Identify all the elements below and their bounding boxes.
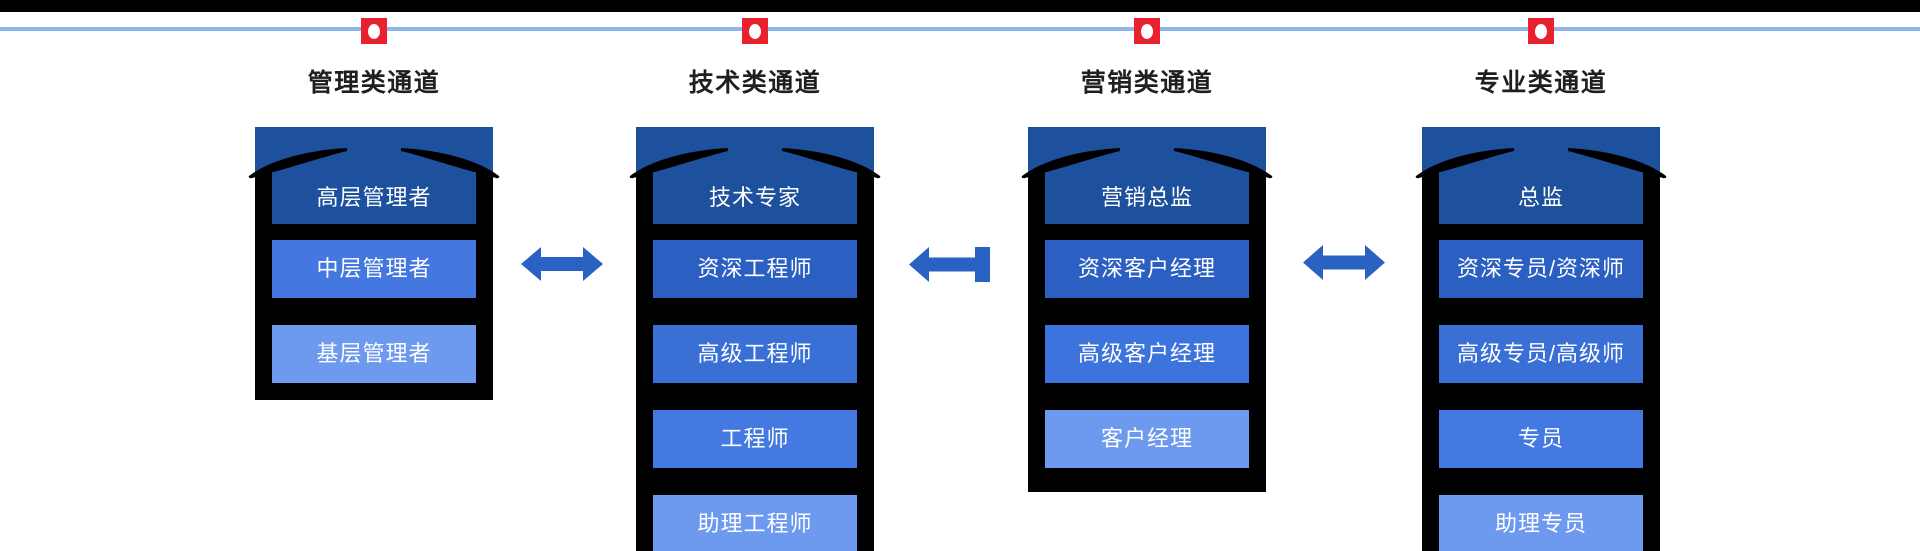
level-label: 基层管理者 — [316, 341, 432, 366]
level-box: 总监 — [1439, 172, 1643, 224]
level-box: 客户经理 — [1045, 410, 1249, 468]
level-box: 助理工程师 — [653, 495, 857, 551]
level-box: 资深工程师 — [653, 240, 857, 298]
level-box: 技术专家 — [653, 172, 857, 224]
ladder-column: 高层管理者中层管理者基层管理者 — [255, 172, 493, 400]
level-box: 高级专员/高级师 — [1439, 325, 1643, 383]
level-box: 专员 — [1439, 410, 1643, 468]
channel-title: 营销类通道 — [1080, 69, 1214, 97]
level-label: 中层管理者 — [316, 256, 432, 281]
level-box: 营销总监 — [1045, 172, 1249, 224]
marker-dot-icon — [1535, 24, 1547, 39]
channel-title: 技术类通道 — [688, 69, 822, 97]
timeline-marker — [361, 18, 387, 44]
level-label: 高级专员/高级师 — [1456, 341, 1626, 366]
level-label: 助理工程师 — [697, 511, 813, 536]
level-label: 资深专员/资深师 — [1456, 256, 1626, 281]
level-box: 高级客户经理 — [1045, 325, 1249, 383]
level-label: 助理专员 — [1494, 511, 1587, 536]
banner-swoosh-right-icon — [1568, 148, 1667, 179]
marker-dot-icon — [749, 24, 761, 39]
level-label: 高层管理者 — [316, 185, 432, 210]
timeline-marker — [1528, 18, 1554, 44]
timeline-line — [0, 27, 1920, 31]
level-box: 资深专员/资深师 — [1439, 240, 1643, 298]
marker-dot-icon — [368, 24, 380, 39]
level-label: 专员 — [1517, 426, 1564, 451]
page-top-bar — [0, 0, 1920, 12]
timeline-marker — [742, 18, 768, 44]
level-box: 资深客户经理 — [1045, 240, 1249, 298]
arrow-double-icon — [521, 247, 603, 281]
ladder-column: 总监资深专员/资深师高级专员/高级师专员助理专员 — [1422, 172, 1660, 551]
ladder-column: 营销总监资深客户经理高级客户经理客户经理 — [1028, 172, 1266, 492]
banner-swoosh-right-icon — [1174, 148, 1273, 179]
level-box: 基层管理者 — [272, 325, 476, 383]
level-box: 高层管理者 — [272, 172, 476, 224]
banner-swoosh-left-icon — [629, 148, 728, 179]
level-label: 工程师 — [720, 426, 790, 451]
level-label: 资深客户经理 — [1077, 256, 1216, 281]
marker-dot-icon — [1141, 24, 1153, 39]
channel-title: 专业类通道 — [1474, 69, 1608, 97]
level-label: 高级工程师 — [697, 341, 813, 366]
level-box: 助理专员 — [1439, 495, 1643, 551]
level-label: 高级客户经理 — [1077, 341, 1216, 366]
channel-title: 管理类通道 — [307, 69, 441, 97]
banner-swoosh-left-icon — [1415, 148, 1514, 179]
banner-swoosh-left-icon — [1021, 148, 1120, 179]
ladder-column: 技术专家资深工程师高级工程师工程师助理工程师 — [636, 172, 874, 551]
arrow-left-icon — [909, 247, 990, 282]
level-label: 总监 — [1517, 185, 1564, 210]
banner-swoosh-right-icon — [782, 148, 881, 179]
level-box: 中层管理者 — [272, 240, 476, 298]
level-label: 客户经理 — [1100, 426, 1193, 451]
level-label: 技术专家 — [708, 185, 801, 210]
timeline-marker — [1134, 18, 1160, 44]
level-label: 资深工程师 — [697, 256, 813, 281]
level-box: 高级工程师 — [653, 325, 857, 383]
arrow-double-icon — [1303, 245, 1385, 280]
level-box: 工程师 — [653, 410, 857, 468]
banner-swoosh-left-icon — [248, 148, 347, 179]
level-label: 营销总监 — [1100, 185, 1193, 210]
banner-swoosh-right-icon — [401, 148, 500, 179]
